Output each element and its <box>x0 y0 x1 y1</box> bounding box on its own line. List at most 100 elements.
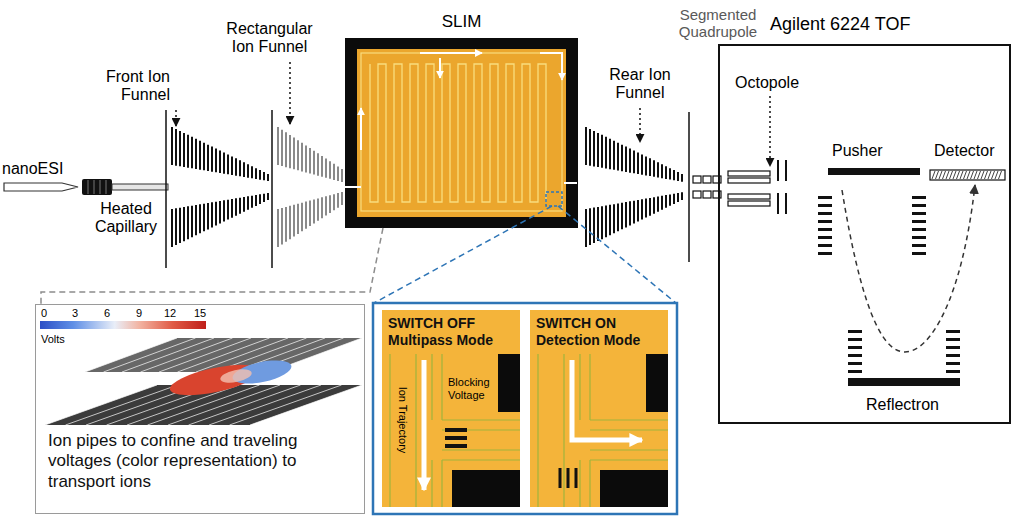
rear-funnel-plate <box>629 201 631 225</box>
rectangular-funnel-plate <box>337 193 339 208</box>
rectangular-funnel-plate <box>277 209 279 247</box>
front-funnel-plate <box>183 133 185 167</box>
electrode-rail <box>441 460 442 507</box>
chamber-wall <box>165 110 167 268</box>
rear-funnel-plate <box>605 206 607 238</box>
rectangular-funnel-plate <box>325 196 327 215</box>
rectangular-funnel-plate <box>297 140 299 170</box>
detector-hatch <box>936 171 939 179</box>
detector-hatch <box>985 171 988 179</box>
quadrupole-segment <box>693 176 701 183</box>
serpentine-path <box>370 64 546 202</box>
ion-direction-arrow <box>360 108 362 150</box>
node-text: SWITCH OFF <box>388 315 514 332</box>
rear-funnel-plate <box>665 195 667 208</box>
rectangular-funnel-plate <box>277 127 279 165</box>
electrode-rail <box>431 354 432 420</box>
rear-funnel-plate <box>669 168 671 179</box>
rear-funnel-plate <box>641 199 643 219</box>
part-label: Detector <box>934 142 994 160</box>
zoom-line <box>374 206 552 303</box>
rear-funnel-plate <box>641 154 643 174</box>
rear-funnel-plate <box>649 198 651 216</box>
slim-board-frame <box>345 38 578 228</box>
accelerator-ring <box>912 196 926 199</box>
front-funnel-plate <box>243 162 245 177</box>
accelerator-ring <box>912 236 926 239</box>
rectangular-funnel-plate <box>285 207 287 242</box>
detector-hatch <box>995 171 998 179</box>
pusher-plate <box>828 168 920 175</box>
rectangular-funnel-plate <box>313 151 315 175</box>
front-funnel-plate <box>195 139 197 169</box>
rear-funnel-plate <box>661 196 663 210</box>
switch-panel: SWITCH ONDetection Mode <box>530 310 668 507</box>
front-funnel-plate <box>247 164 249 177</box>
rectangular-funnel-plate <box>309 201 311 227</box>
blocking-electrode <box>567 468 570 488</box>
reflectron-ring <box>848 354 862 357</box>
electrode-rail <box>442 449 520 450</box>
accelerator-ring <box>818 204 832 207</box>
rectangular-funnel-plate <box>321 156 323 177</box>
electrode-rail <box>441 354 442 420</box>
electrode-rail <box>589 460 590 507</box>
detector-hatch <box>946 171 949 179</box>
chamber-wall <box>688 112 690 262</box>
rectangular-funnel-plate <box>321 197 323 218</box>
rectangular-funnel-plate <box>313 199 315 223</box>
rear-funnel-plate <box>621 203 623 230</box>
rear-funnel-plate <box>593 208 595 243</box>
switch-marker <box>546 192 562 206</box>
nanoesi-needle <box>4 183 78 191</box>
pointer-arrow <box>175 110 177 126</box>
rear-funnel-plate <box>633 151 635 174</box>
rectangular-funnel-plate <box>281 130 283 166</box>
front-funnel-plate <box>235 158 237 175</box>
rectangular-funnel-plate <box>281 208 283 244</box>
front-funnel-plate <box>243 197 245 212</box>
detector-hatch <box>939 171 942 179</box>
accelerator-ring <box>912 212 926 215</box>
source-label: nanoESI <box>2 160 63 178</box>
capillary-ridge <box>100 180 101 194</box>
rear-funnel-plate <box>645 199 647 218</box>
front-funnel-plate <box>187 206 189 239</box>
rear-funnel-plate <box>613 204 615 233</box>
rear-funnel-plate <box>657 197 659 212</box>
octopole-rod <box>728 201 770 206</box>
front-funnel-plate <box>267 174 269 181</box>
front-funnel-plate <box>255 168 257 179</box>
part-label: Pusher <box>832 142 883 160</box>
rear-funnel-plate <box>589 208 591 245</box>
detector-hatch <box>960 171 963 179</box>
slim-electrode-area <box>357 49 566 217</box>
rectangular-funnel-plate <box>333 194 335 210</box>
detector-hatch <box>999 171 1002 179</box>
rear-funnel-plate <box>673 170 675 180</box>
electrode-rail <box>563 354 564 507</box>
rectangular-funnel-plate <box>317 153 319 175</box>
front-funnel-plate <box>199 141 201 170</box>
tof-housing: Agilent 6224 TOF <box>718 44 1011 424</box>
front-funnel-plate <box>259 170 261 180</box>
accelerator-ring <box>818 244 832 247</box>
rear-funnel-plate <box>657 162 659 177</box>
electrode-rail <box>590 429 668 430</box>
detector-plate <box>930 170 1005 180</box>
voltage-colorbar <box>40 321 206 329</box>
rear-funnel-plate <box>601 206 603 239</box>
scale-tick: 6 <box>104 307 110 320</box>
rear-funnel-plate <box>617 203 619 231</box>
callout-label: Ion Trajectory <box>397 387 410 454</box>
front-funnel-plate <box>183 207 185 241</box>
front-funnel-plate <box>263 172 265 180</box>
reflectron-ring <box>946 370 960 373</box>
electrode-stripe <box>250 385 362 425</box>
electrode-rail <box>589 354 590 420</box>
reflectron-ring <box>848 362 862 365</box>
scale-tick: 0 <box>41 307 47 320</box>
rear-funnel-plate <box>593 131 595 166</box>
heated-capillary <box>112 184 168 190</box>
rear-funnel-plate <box>645 156 647 175</box>
